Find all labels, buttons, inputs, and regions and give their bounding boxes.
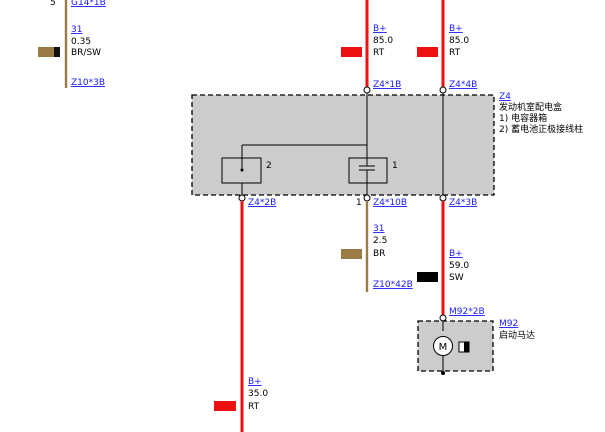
module-item: 1) 电容器箱	[499, 112, 547, 124]
pin-number: 5	[50, 0, 56, 8]
wire-cross-section: 85.0	[449, 36, 469, 46]
wire-cross-section: 2.5	[373, 236, 387, 246]
red-color-swatch	[341, 47, 362, 57]
module-item: 2) 蓄电池正极接线柱	[499, 123, 583, 135]
signal-link-b-plus[interactable]: B+	[449, 249, 463, 259]
component-index-1: 1	[392, 161, 398, 171]
wire-cross-section: 35.0	[248, 389, 268, 399]
pin-number: 1	[356, 198, 362, 208]
connection-node	[363, 194, 371, 202]
motor-symbol: M	[439, 342, 448, 353]
black-color-swatch	[417, 272, 438, 282]
red-color-swatch	[417, 47, 438, 57]
wire-color-code: BR/SW	[71, 48, 101, 58]
left-bottom-wire-group: Z4*2B B+ 35.0 RT	[214, 198, 276, 432]
module-z4: 2 1 Z4 发动机室配电盒 1) 电容器箱 2) 蓄电池正极接线柱	[191, 90, 583, 198]
connector-link-z4-4b[interactable]: Z4*4B	[449, 80, 477, 90]
wire-color-code: RT	[248, 402, 260, 412]
mid-bottom-wire-group: 1 Z4*10B 31 2.5 BR Z10*42B	[341, 198, 413, 292]
wire-color-code: BR	[373, 249, 385, 259]
terminal-dot	[240, 168, 244, 172]
signal-link-b-plus[interactable]: B+	[373, 24, 387, 34]
wire-cross-section: 59.0	[449, 261, 469, 271]
wire-cross-section: 0.35	[71, 37, 91, 47]
connection-node	[439, 86, 447, 94]
connector-link-z4-3b[interactable]: Z4*3B	[449, 198, 477, 208]
starter-m92: M M92 启动马达	[417, 319, 535, 375]
connector-link-z10-3b[interactable]: Z10*3B	[71, 78, 105, 88]
ground-dot	[441, 371, 445, 375]
signal-link-b-plus[interactable]: B+	[248, 377, 262, 387]
wire-color-code: RT	[373, 48, 385, 58]
motor-icon	[433, 336, 453, 356]
starter-m92-box[interactable]	[417, 320, 494, 372]
top-left-wire-group: 5 G14*1B 31 0.35 BR/SW Z10*3B	[38, 0, 106, 88]
connector-link-m92-2b[interactable]: M92*2B	[449, 307, 485, 317]
connector-link-z4-2b[interactable]: Z4*2B	[248, 198, 276, 208]
connector-link-z4-1b[interactable]: Z4*1B	[373, 80, 401, 90]
wire-number-link[interactable]: 31	[373, 224, 384, 234]
signal-link-b-plus[interactable]: B+	[449, 24, 463, 34]
connector-link-z10-42b[interactable]: Z10*42B	[373, 280, 413, 290]
red-color-swatch	[214, 401, 236, 411]
component-index-2: 2	[266, 161, 272, 171]
wire-cross-section: 85.0	[373, 36, 393, 46]
solenoid-icon-fill	[464, 342, 469, 352]
connection-node	[238, 194, 246, 202]
brown-color-swatch	[38, 47, 60, 57]
brown-color-swatch	[341, 249, 362, 259]
connector-link-g14[interactable]: G14*1B	[71, 0, 106, 8]
connector-link-z4-10b[interactable]: Z4*10B	[373, 198, 407, 208]
module-id-link-z4[interactable]: Z4	[499, 92, 511, 102]
connection-node	[439, 314, 447, 322]
wire-color-code: RT	[449, 48, 461, 58]
component-id-link-m92[interactable]: M92	[499, 319, 518, 329]
connection-node	[439, 194, 447, 202]
component-name: 启动马达	[499, 329, 535, 341]
wire-number-link[interactable]: 31	[71, 25, 82, 35]
connection-node	[363, 86, 371, 94]
capacitor-component	[348, 157, 388, 184]
right-top-wire-group: B+ 85.0 RT Z4*4B	[417, 0, 477, 90]
black-stripe-swatch	[54, 47, 60, 57]
right-bottom-wire-group: Z4*3B B+ 59.0 SW M92*2B	[417, 198, 485, 322]
wire-color-code: SW	[449, 273, 464, 283]
module-title: 发动机室配电盒	[499, 101, 562, 113]
mid-top-wire-group: B+ 85.0 RT Z4*1B	[341, 0, 401, 90]
